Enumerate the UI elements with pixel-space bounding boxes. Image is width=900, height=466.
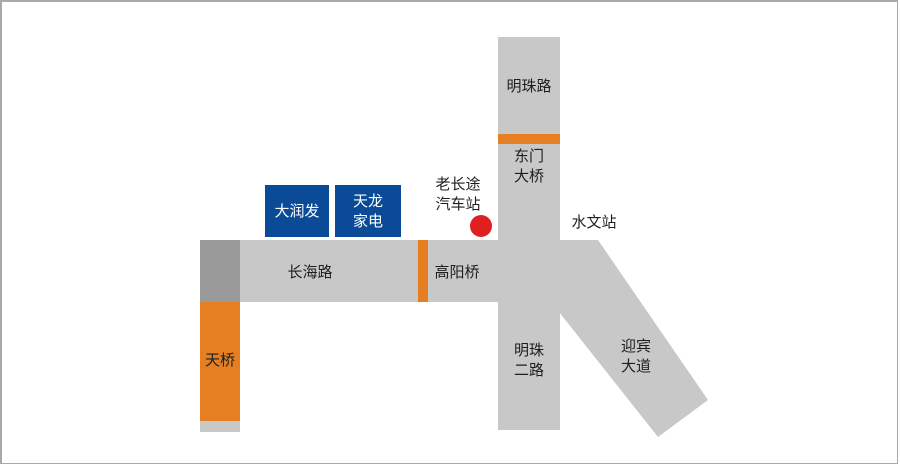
tianqiao-bridge-bar	[200, 302, 240, 421]
gaoyang-bridge-label: 高阳桥	[434, 263, 480, 281]
darunfa-landmark: 大润发	[265, 185, 329, 237]
mingzhu-road-2-label: 明珠 二路	[513, 341, 544, 379]
mingzhu-road-vertical	[498, 37, 560, 430]
gaoyang-bridge-bar	[418, 240, 428, 302]
dongmen-bridge-label: 东门 大桥	[513, 147, 544, 185]
changhai-road-label: 长海路	[287, 263, 333, 281]
tianqiao-dark-segment	[200, 240, 240, 302]
dongmen-bridge-bar	[498, 134, 560, 144]
changhai-road-horizontal	[200, 240, 560, 302]
old-bus-station-label: 老长途 汽车站	[435, 175, 481, 213]
shuiwen-station-label: 水文站	[571, 213, 617, 231]
mingzhu-road-label: 明珠路	[506, 77, 552, 95]
yingbin-avenue-label: 迎宾 大道	[620, 337, 651, 375]
tianqiao-label: 天桥	[204, 351, 235, 369]
tianlong-appliances-landmark: 天龙 家电	[335, 185, 401, 237]
